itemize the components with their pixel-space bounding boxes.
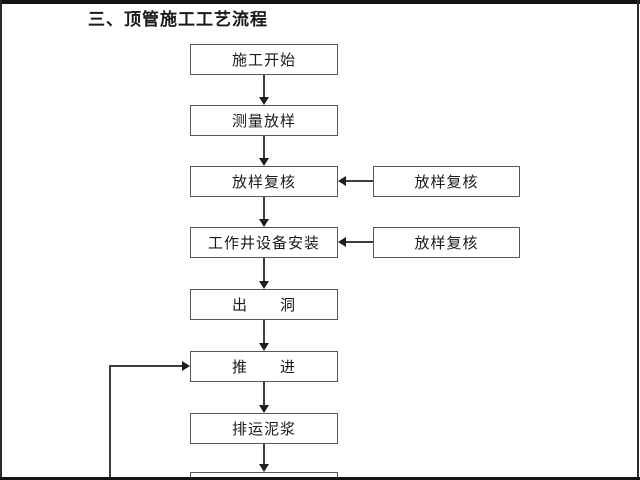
connector-line-2: [263, 136, 265, 158]
feedback-loop-horizontal-line: [109, 365, 183, 367]
arrow-down-icon: [259, 158, 269, 166]
connector-line-1: [263, 75, 265, 97]
side-step-layout-review-1: 放样复核: [373, 166, 520, 197]
connector-line-3: [263, 197, 265, 219]
arrow-down-icon: [259, 219, 269, 227]
page-border-top: [0, 0, 640, 4]
connector-line-4: [263, 258, 265, 281]
flow-step-construction-start: 施工开始: [190, 44, 338, 75]
side-connector-line-1: [346, 180, 373, 182]
page-border-right: [637, 0, 639, 480]
flow-step-mud-transport: 排运泥浆: [190, 413, 338, 444]
flow-step-cutoff-bottom: [190, 472, 338, 480]
page-border-left: [0, 0, 2, 480]
feedback-loop-vertical-line: [109, 365, 111, 480]
flow-step-layout-review: 放样复核: [190, 166, 338, 197]
page-title: 三、顶管施工工艺流程: [88, 10, 268, 30]
arrow-right-icon: [182, 361, 190, 371]
page-border-bottom: [0, 477, 640, 480]
flow-step-jacking: 推 进: [190, 351, 338, 382]
arrow-down-icon: [259, 97, 269, 105]
side-step-layout-review-2: 放样复核: [373, 227, 520, 258]
arrow-left-icon: [338, 176, 346, 186]
flow-step-survey-layout: 测量放样: [190, 105, 338, 136]
arrow-down-icon: [259, 281, 269, 289]
arrow-down-icon: [259, 343, 269, 351]
side-connector-line-2: [346, 241, 373, 243]
arrow-left-icon: [338, 237, 346, 247]
flow-step-exit-tunnel: 出 洞: [190, 289, 338, 320]
connector-line-6: [263, 382, 265, 405]
connector-line-5: [263, 320, 265, 343]
arrow-down-icon: [259, 464, 269, 472]
flow-step-working-shaft-equipment-install: 工作井设备安装: [190, 227, 338, 258]
arrow-down-icon: [259, 405, 269, 413]
connector-line-7: [263, 444, 265, 464]
